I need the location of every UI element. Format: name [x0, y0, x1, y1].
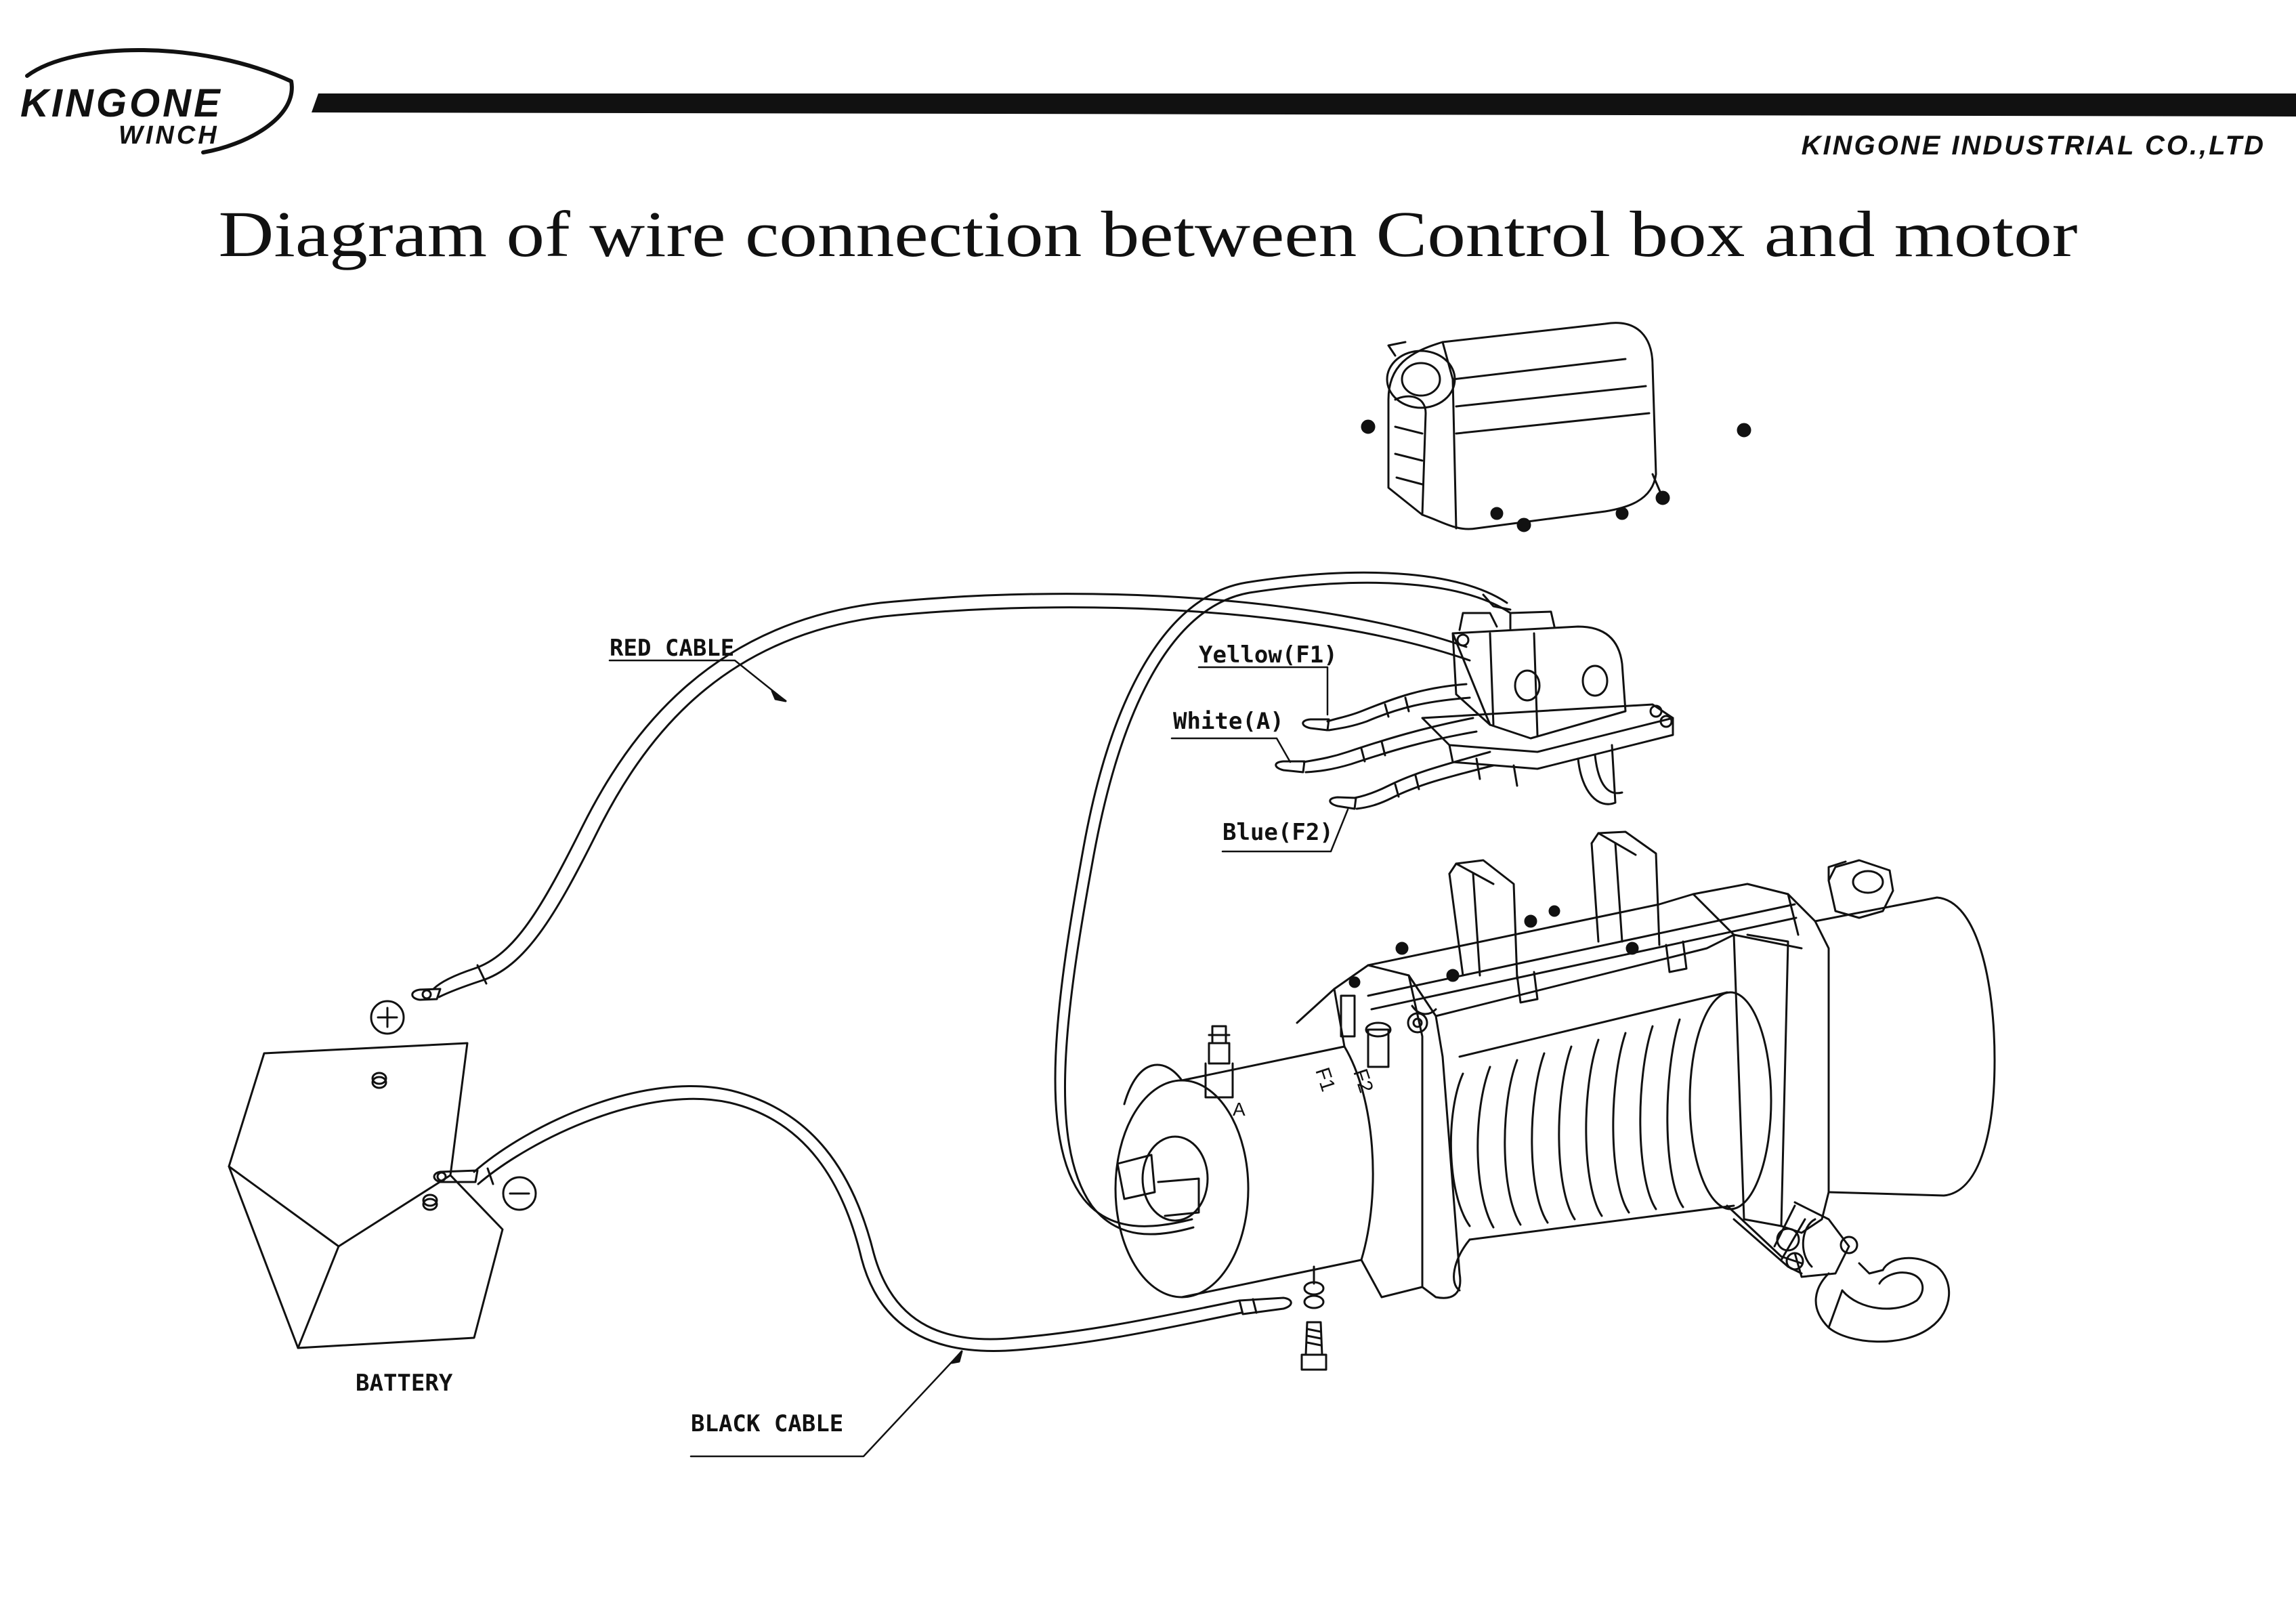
winch-motor: [1114, 1025, 1374, 1299]
black-cable: [433, 1085, 1292, 1352]
yellow-callout: [1197, 666, 1329, 716]
control-box-cover: [1361, 322, 1751, 532]
yellow-f1-wire: [1302, 683, 1471, 732]
red-cable-callout: [608, 659, 787, 702]
page-title: Diagram of wire connection between Contr…: [219, 198, 2078, 270]
battery-label: BATTERY: [356, 1370, 453, 1397]
plus-circle-icon: [370, 1000, 405, 1035]
white-a-label: White(A): [1173, 708, 1284, 735]
minus-circle-icon: [502, 1176, 537, 1211]
winch-gearbox: [1692, 859, 1996, 1234]
blue-f2-label: Blue(F2): [1223, 819, 1334, 846]
battery: [228, 1042, 504, 1349]
terminal-f2-label: F2: [1348, 1066, 1377, 1095]
yellow-f1-label: Yellow(F1): [1199, 641, 1338, 669]
terminal-f1-label: F1: [1311, 1065, 1339, 1094]
company-name: KINGONE INDUSTRIAL CO.,LTD: [1802, 131, 2266, 161]
blue-callout: [1221, 808, 1349, 853]
terminal-a-label: A: [1233, 1099, 1246, 1120]
red-cable-label: RED CABLE: [610, 635, 734, 662]
white-a-wire: [1275, 717, 1478, 774]
solenoid-assembly: [1421, 610, 1674, 805]
black-cable-callout: [689, 1350, 963, 1458]
white-callout: [1170, 737, 1292, 763]
logo-bottom-text: WINCH: [119, 121, 219, 150]
winch-drum: [1449, 991, 1772, 1292]
control-lead-wire: [1054, 571, 1512, 1236]
winch-housing: [1296, 830, 1803, 1299]
black-cable-label: BLACK CABLE: [691, 1410, 843, 1437]
brand-logo: KINGONE WINCH: [20, 47, 294, 154]
red-cable: [411, 593, 1471, 1001]
winch-hook: [1726, 1201, 1951, 1343]
blue-f2-wire: [1329, 751, 1495, 810]
logo-top-text: KINGONE: [20, 81, 223, 125]
ground-bolt: [1300, 1265, 1327, 1371]
header-rule: [312, 93, 2296, 117]
